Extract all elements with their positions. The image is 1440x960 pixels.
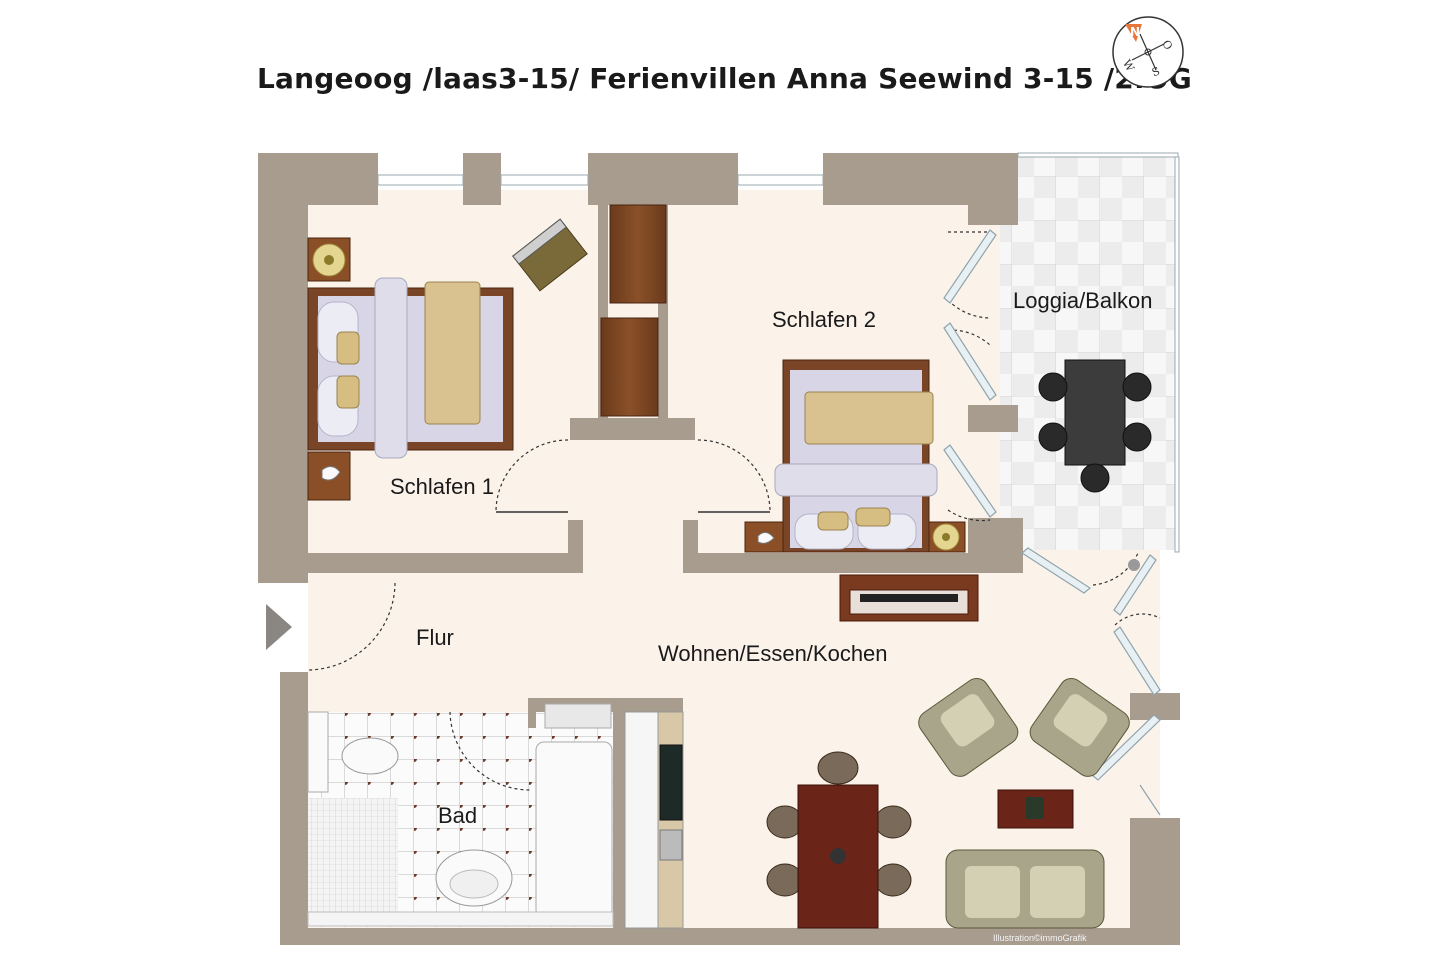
kitchen-counter [624, 711, 684, 929]
compass-icon: N O S W [1112, 16, 1184, 88]
bed-1 [307, 237, 514, 501]
loggia-table-set [1038, 359, 1152, 493]
room-label-bad: Bad [438, 803, 478, 828]
plan-title: Langeoog /laas3-15/ Ferienvillen Anna Se… [257, 62, 1192, 95]
loggia-floor [1000, 157, 1175, 550]
glass-doors [943, 229, 1161, 816]
wardrobe-top [609, 204, 667, 304]
dining-set [766, 751, 912, 929]
laundry-basket [512, 218, 588, 292]
shower-floor [308, 798, 398, 915]
compass-south: S [1150, 64, 1162, 79]
walls [258, 153, 1180, 945]
bathroom-fixtures [307, 703, 614, 927]
bed-2 [744, 359, 966, 553]
room-label-wohnen: Wohnen/Essen/Kochen [658, 641, 888, 666]
tv-cabinet [839, 574, 979, 622]
living-furniture [918, 677, 1130, 929]
door-knob [1128, 559, 1140, 571]
windows [377, 152, 1180, 553]
room-label-flur: Flur [416, 625, 454, 650]
wardrobe-bottom [600, 317, 659, 417]
entrance-arrow-icon [266, 604, 292, 650]
illustration-credit: Illustration©immoGrafik [993, 933, 1087, 943]
room-label-loggia: Loggia/Balkon [1013, 288, 1153, 313]
door-swings [307, 231, 1161, 791]
room-label-schlafen-1: Schlafen 1 [390, 474, 494, 499]
compass-north: N [1130, 25, 1140, 39]
room-label-schlafen-2: Schlafen 2 [772, 307, 876, 332]
